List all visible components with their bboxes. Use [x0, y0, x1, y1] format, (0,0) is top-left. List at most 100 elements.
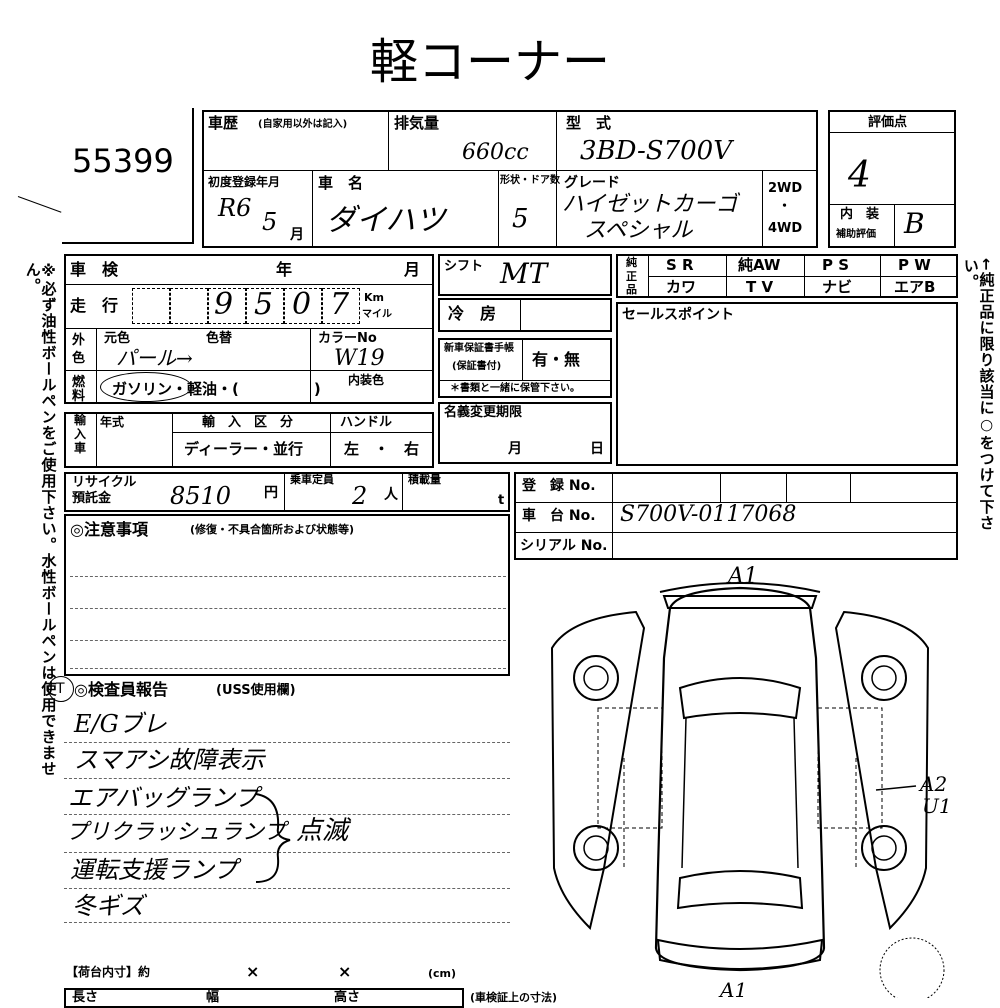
bed-x2: × — [338, 962, 352, 981]
interior-sub: 補助評価 — [836, 229, 876, 240]
first-reg-label: 初度登録年月 — [208, 175, 281, 189]
bed-label: 【荷台内寸】約 — [66, 965, 151, 979]
side-note-right: ←純正品に限り該当に○をつけて下さい。 — [961, 258, 996, 531]
mileage-digit-3: 9 — [214, 287, 234, 322]
doors-label: 形状・ドア数 — [500, 175, 560, 186]
inspector-line-4: プリクラッシュランプ — [66, 820, 286, 845]
page-title: 軽コーナー — [370, 34, 611, 90]
recycle-label-1: リサイクル — [72, 475, 137, 490]
doors-value: 5 — [512, 204, 529, 234]
model-label: 型 式 — [566, 114, 612, 132]
header-box — [202, 110, 818, 248]
displacement-label: 排気量 — [394, 114, 440, 132]
car-diagram — [550, 582, 945, 998]
lot-number-box — [62, 108, 194, 244]
recycle-label-2: 預託金 — [72, 491, 112, 506]
lot-number: 55399 — [72, 142, 174, 180]
shaken-month: 月 — [404, 260, 421, 279]
repaint-label: 色替 — [206, 331, 233, 346]
equip-sr[interactable]: S R — [666, 256, 694, 274]
equipment-label-3: 品 — [626, 283, 637, 296]
inspector-label: ◎検査員報告 — [74, 680, 168, 699]
chassis-value: S700V-0117068 — [620, 502, 797, 527]
reg-label: 登 録 No. — [522, 478, 596, 494]
manual-label: 新車保証書手帳 — [444, 343, 514, 354]
manual-options: 有・無 — [532, 350, 581, 369]
mileage-digit-5: 0 — [292, 287, 312, 322]
inspector-blink: 点滅 — [296, 816, 349, 846]
damage-a1-bottom: A1 — [720, 978, 748, 1002]
mileage-digit-4: 5 — [254, 287, 274, 322]
exterior-label-2: 色 — [72, 351, 86, 366]
exterior-label-1: 外 — [72, 333, 86, 348]
shaken-year: 年 — [276, 260, 293, 279]
orig-color-label: 元色 — [104, 331, 131, 346]
displacement-value: 660cc — [462, 140, 529, 165]
equip-navi[interactable]: ナビ — [822, 278, 853, 296]
dims-note: (車検証上の寸法) — [470, 991, 558, 1004]
dims-box — [64, 988, 464, 1008]
aircon-box — [438, 298, 612, 332]
fuel-label-2: 料 — [72, 389, 86, 404]
drive-4wd: 4WD — [768, 221, 803, 236]
name-change-box — [438, 402, 612, 464]
first-reg-month: 5 — [262, 208, 278, 236]
manual-note: ＊書類と一緒に保管下さい。 — [450, 383, 580, 394]
inspector-mark-circle — [48, 676, 74, 702]
side-note-left: ※必ず油性ボールペンをご使用下さい。水性ボールペンは使用できません。 — [23, 262, 58, 777]
score-box — [828, 110, 956, 248]
spec-left-box — [64, 254, 434, 404]
model-value: 3BD-S700V — [580, 136, 732, 166]
shift-value: MT — [500, 257, 548, 290]
score-label: 評価点 — [868, 115, 908, 130]
shaken-label: 車 検 — [70, 260, 119, 279]
fuel-selected-circle — [100, 372, 192, 402]
mileage-label: 走 行 — [70, 296, 119, 315]
score-value: 4 — [848, 155, 871, 196]
damage-a2: A2 — [920, 772, 948, 796]
interior-value: B — [904, 207, 925, 240]
mileage-unit-km: Km — [364, 291, 384, 304]
dims-len-label: 長さ — [72, 990, 99, 1005]
equip-pw[interactable]: P W — [898, 256, 931, 274]
serial-label: シリアル No. — [520, 538, 608, 554]
equip-ps[interactable]: P S — [822, 256, 850, 274]
equip-aw[interactable]: 純AW — [738, 256, 781, 274]
grade-value-1: ハイゼットカーゴ — [562, 192, 738, 217]
notes-label: ◎注意事項 — [70, 520, 148, 539]
colorno-label: カラーNo — [318, 331, 377, 346]
bracket-mark — [255, 793, 291, 883]
mileage-unit-mile: マイル — [362, 309, 392, 320]
inspector-mark: T — [56, 681, 65, 697]
capacity-unit: 人 — [384, 487, 398, 503]
colorno-value: W19 — [334, 346, 385, 371]
drive-2wd: 2WD — [768, 181, 803, 196]
bed-x1: × — [246, 962, 260, 981]
inspector-line-5: 運転支援ランプ — [70, 856, 238, 884]
equip-airbag[interactable]: エアB — [894, 278, 936, 296]
equipment-label-2: 正 — [626, 270, 637, 283]
color-value: パール→ — [116, 346, 193, 370]
import-label-1: 輸 — [74, 413, 87, 427]
sales-point-label: セールスポイント — [622, 307, 734, 323]
equip-tv[interactable]: T V — [746, 278, 774, 296]
recycle-unit: 円 — [264, 485, 278, 501]
sales-point-box — [616, 302, 958, 466]
chassis-label: 車 台 No. — [522, 508, 596, 524]
name-change-label: 名義変更期限 — [444, 405, 523, 420]
import-type-label: 輸 入 区 分 — [202, 415, 294, 430]
int-color-label: 内装色 — [348, 373, 385, 387]
damage-u1: U1 — [922, 794, 952, 818]
inspector-line-2: スマアシ故障表示 — [74, 746, 265, 774]
aircon-label: 冷 房 — [448, 304, 497, 323]
import-label-3: 車 — [74, 441, 87, 455]
car-name-value: ダイハツ — [326, 203, 446, 238]
drive-dot: ・ — [778, 199, 792, 214]
interior-label: 内 装 — [840, 207, 880, 222]
dims-width-label: 幅 — [206, 990, 220, 1005]
capacity-label: 乗車定員 — [290, 473, 334, 486]
dims-height-label: 高さ — [334, 990, 361, 1005]
bed-unit: (cm) — [428, 967, 457, 980]
equip-leather[interactable]: カワ — [666, 278, 697, 296]
mileage-digits — [132, 288, 360, 324]
